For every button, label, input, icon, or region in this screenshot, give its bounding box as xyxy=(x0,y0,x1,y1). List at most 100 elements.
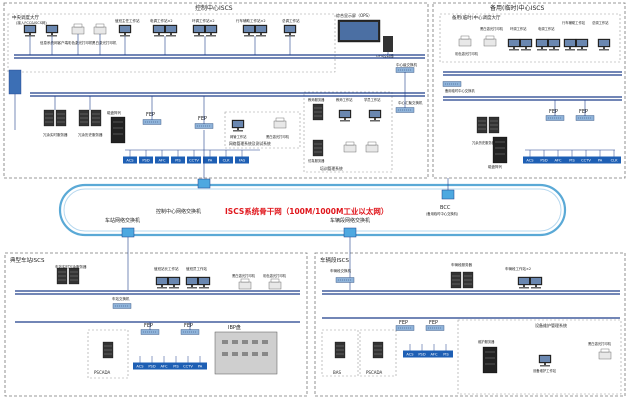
cc-ws-label-2: 彩色激光打印机 xyxy=(68,40,93,45)
fcc-workstation-icon xyxy=(23,24,37,37)
station-subsystem-label: PIS xyxy=(173,364,179,368)
station-subsystem-pis xyxy=(169,362,183,370)
cc-disk-array-label: 磁盘阵列 xyxy=(107,110,121,115)
center-l1-switch-icon xyxy=(395,67,415,73)
backbone-ring-inner xyxy=(63,188,562,232)
depot-fep1-label: FEP xyxy=(399,320,408,326)
bc-subsystem-label: CLK xyxy=(611,158,619,162)
bc-subsystem-pa xyxy=(593,156,607,164)
station-color-printer-label: 彩色激光打印机 xyxy=(263,273,287,278)
station-subsystem-psd xyxy=(145,362,159,370)
cc-ws-label-3: 黑白激光打印机 xyxy=(92,40,117,45)
bc-fep1-label: FEP xyxy=(549,109,558,115)
trainer-workstation-icon xyxy=(338,109,352,122)
cc-subsystem-pis xyxy=(171,156,185,164)
cc-ws-label-7: 行车辅助工作站×2 xyxy=(236,18,266,23)
cc-ws-label-0: (接入FCC&ISCS网) xyxy=(16,20,47,25)
station-fep2-icon xyxy=(180,329,200,335)
station-subsystem-label: AFC xyxy=(160,364,168,368)
nms-workstation-icon xyxy=(231,119,245,132)
station-local-switch-icon xyxy=(112,303,132,309)
depot-bas-region xyxy=(321,329,359,377)
bc-chief-workstation-icon xyxy=(597,38,611,51)
bc-ws-label-5: 总调工作站 xyxy=(592,20,609,25)
bc-subsystem-afc xyxy=(551,156,565,164)
bc-subsystem-pis xyxy=(565,156,579,164)
sim-server-icon xyxy=(312,139,324,157)
bc-ws-label-3: 电调工作站 xyxy=(538,26,555,31)
depot-server-label: 车辆段服务器 xyxy=(451,262,472,267)
station-server-icon xyxy=(57,268,79,284)
cc-fep2-icon xyxy=(194,123,214,129)
station-pscada-label: PSCADA xyxy=(94,370,110,375)
cc-subsystem-afc xyxy=(155,156,169,164)
station-bw-printer-icon xyxy=(238,278,252,290)
bc-subsystem-label: PIS xyxy=(569,158,575,162)
station-master-ws-icon xyxy=(156,277,180,289)
cc-ws-label-1: 信息系统网客户端 xyxy=(40,40,68,45)
station-subsystem-label: PSD xyxy=(148,364,155,368)
center-l2-switch-icon xyxy=(395,107,415,113)
bcc-switch-icon xyxy=(441,189,455,200)
center-l1-switch-label: 中心级交换机 xyxy=(396,62,417,67)
bc-subsystem-psd xyxy=(537,156,551,164)
depot-fep1-icon xyxy=(395,325,415,331)
training-server-icon xyxy=(312,103,324,121)
equipment-maint-title: 设备维护管理系统 xyxy=(535,322,567,328)
cc-edge-switch-stack xyxy=(8,69,22,95)
station-subsystem-cctv xyxy=(181,362,195,370)
cc-ws-label-6: 环调工作站×2 xyxy=(192,18,215,23)
station-switch-label: 车站网络交换机 xyxy=(105,217,140,224)
cc-ws-label-8: 总调工作站 xyxy=(282,18,300,23)
station-duty-ws-label: 值班员工作站 xyxy=(186,266,207,271)
backup-hall-region xyxy=(439,13,621,63)
ops-display: 综合显示屏（OPS） OPS控制器 xyxy=(336,12,394,58)
training-printer-icon xyxy=(343,141,357,153)
bcc-note: (备用临时中心交换机) xyxy=(426,211,458,216)
student-workstation-icon xyxy=(368,109,382,122)
bc-subsystem-label: PSD xyxy=(540,158,547,162)
station-duty-ws-icon xyxy=(186,277,210,289)
central-hall-title: 中央调度大厅 xyxy=(12,14,39,21)
bc-traffic-workstation-icon xyxy=(564,39,588,51)
bc-subsystem-label: PA xyxy=(598,158,603,162)
central-hall-region xyxy=(7,13,336,73)
bc-fep2-icon xyxy=(575,115,595,121)
depot-subsystem-acs xyxy=(403,350,417,358)
bcc-label: BCC xyxy=(440,205,451,211)
station-subsystem-afc xyxy=(157,362,171,370)
depot-subsystem-afc xyxy=(427,350,441,358)
depot-fep2-icon xyxy=(425,325,445,331)
cc-disk-array-icon xyxy=(110,116,126,144)
depot-pscada-icon xyxy=(372,341,384,359)
nms-title: 网络管理系统及测试系统 xyxy=(229,141,271,146)
bc-subsystem-label: AFC xyxy=(554,158,562,162)
control-center-switch-icon xyxy=(197,178,211,189)
station-pscada-region xyxy=(87,329,129,379)
station-subsystem-label: CCTV xyxy=(183,364,193,368)
cc-subsystem-cctv xyxy=(187,156,201,164)
cc-ws-drops xyxy=(29,34,389,55)
bc-fep2-label: FEP xyxy=(579,109,588,115)
depot-subsystem-label: ACS xyxy=(406,352,414,356)
cc-subsystem-label: FAS xyxy=(239,158,246,162)
supervisor-workstation-icon xyxy=(118,24,132,37)
cc-fep1-icon xyxy=(142,119,162,125)
bc-switch-icon xyxy=(442,81,462,87)
trainer-workstation-label: 教师工作站 xyxy=(336,97,353,102)
equipment-maint-region xyxy=(457,319,622,395)
cc-subsystem-label: ACS xyxy=(126,158,134,162)
training-printer2-icon xyxy=(365,141,379,153)
cc-history-server-icon xyxy=(79,110,101,126)
ops-label: 综合显示屏（OPS） xyxy=(336,12,372,18)
cc-fep1-label: FEP xyxy=(146,112,155,118)
station-local-switch-label: 车站交换机 xyxy=(112,296,130,301)
station-master-ws-label: 值班站长工作站 xyxy=(154,266,179,271)
bc-color-printer-icon xyxy=(458,35,472,47)
control-center-region xyxy=(3,2,429,179)
center-l2-switch-label: 中心汇聚交换机 xyxy=(398,100,423,105)
sim-server-label: 仿真服务器 xyxy=(308,158,325,163)
station-ibp-label: IBP盘 xyxy=(228,324,241,331)
